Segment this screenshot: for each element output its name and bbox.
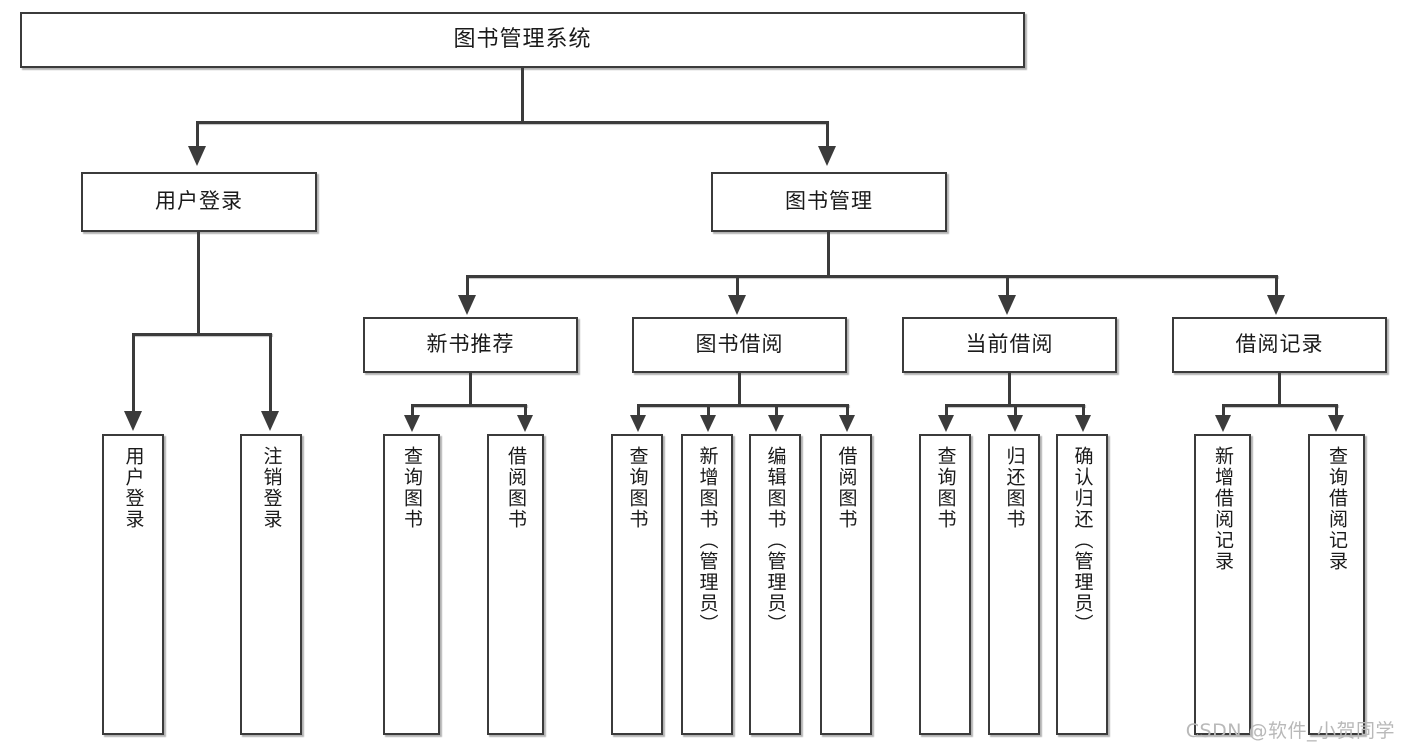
connector-level1-bus	[196, 121, 828, 124]
connector-level2-drop-1	[466, 275, 469, 297]
connector-level1-right-drop	[826, 121, 829, 148]
arrow-to-leaf-user-login	[124, 411, 142, 431]
leaf-confirm-return-admin[interactable]: 确认归还（管理员）	[1056, 434, 1108, 735]
connector-new-book-bus	[411, 404, 527, 407]
leaf-query-book-2[interactable]: 查询图书	[611, 434, 663, 735]
connector-new-book-drop-1	[411, 404, 414, 418]
leaf-label: 借阅图书	[835, 446, 858, 530]
leaf-label: 查询图书	[626, 446, 649, 530]
arrow-to-leaf-query-book-3	[938, 415, 954, 432]
connector-book-borrow-trunk	[738, 373, 741, 406]
leaf-query-borrow-record[interactable]: 查询借阅记录	[1308, 434, 1365, 735]
leaf-user-login[interactable]: 用户登录	[102, 434, 164, 735]
connector-book-borrow-drop-4	[846, 404, 849, 418]
connector-book-borrow-drop-2	[707, 404, 710, 418]
leaf-add-borrow-record[interactable]: 新增借阅记录	[1194, 434, 1251, 735]
connector-book-borrow-drop-3	[775, 404, 778, 418]
node-new-book-recommend[interactable]: 新书推荐	[363, 317, 578, 373]
node-label: 新书推荐	[426, 332, 515, 357]
node-label: 图书管理系统	[453, 26, 592, 52]
leaf-label: 注销登录	[260, 446, 283, 530]
connector-borrow-record-drop-1	[1222, 404, 1225, 418]
leaf-label: 新增图书（管理员）	[696, 446, 719, 635]
connector-borrow-record-drop-2	[1335, 404, 1338, 418]
connector-borrow-record-bus	[1222, 404, 1338, 407]
leaf-borrow-book-2[interactable]: 借阅图书	[820, 434, 872, 735]
node-book-borrow[interactable]: 图书借阅	[632, 317, 847, 373]
arrow-to-user-login	[188, 146, 206, 166]
node-book-management[interactable]: 图书管理	[711, 172, 947, 232]
connector-borrow-record-trunk	[1278, 373, 1281, 406]
connector-current-borrow-drop-2	[1014, 404, 1017, 418]
leaf-label: 编辑图书（管理员）	[764, 446, 787, 635]
node-label: 借阅记录	[1235, 332, 1324, 357]
connector-new-book-drop-2	[524, 404, 527, 418]
arrow-to-leaf-return-book	[1007, 415, 1023, 432]
leaf-logout-login[interactable]: 注销登录	[240, 434, 302, 735]
node-label: 图书管理	[785, 189, 873, 214]
connector-user-login-leaf1-drop	[132, 333, 135, 413]
arrow-to-leaf-logout-login	[261, 411, 279, 431]
leaf-label: 查询图书	[934, 446, 957, 530]
node-current-borrow[interactable]: 当前借阅	[902, 317, 1117, 373]
arrow-to-leaf-edit-book-admin	[768, 415, 784, 432]
connector-user-login-trunk	[197, 232, 200, 335]
connector-level2-drop-3	[1006, 275, 1009, 297]
arrow-to-leaf-query-book-1	[404, 415, 420, 432]
node-label: 当前借阅	[965, 332, 1054, 357]
arrow-to-borrow-record	[1267, 295, 1285, 315]
connector-book-borrow-drop-1	[637, 404, 640, 418]
arrow-to-leaf-add-book-admin	[700, 415, 716, 432]
leaf-label: 新增借阅记录	[1212, 446, 1235, 572]
leaf-borrow-book-1[interactable]: 借阅图书	[487, 434, 544, 735]
node-label: 图书借阅	[695, 332, 784, 357]
connector-current-borrow-drop-1	[945, 404, 948, 418]
node-root-system[interactable]: 图书管理系统	[20, 12, 1025, 68]
leaf-label: 确认归还（管理员）	[1071, 446, 1094, 635]
arrow-to-leaf-query-borrow-record	[1328, 415, 1344, 432]
arrow-to-book-management	[818, 146, 836, 166]
leaf-query-book-3[interactable]: 查询图书	[919, 434, 971, 735]
arrow-to-new-book-recommend	[458, 295, 476, 315]
connector-new-book-trunk	[469, 373, 472, 406]
connector-current-borrow-trunk	[1008, 373, 1011, 406]
connector-book-management-trunk	[827, 232, 830, 277]
connector-level2-drop-4	[1275, 275, 1278, 297]
connector-book-borrow-bus	[637, 404, 849, 407]
connector-user-login-bus	[132, 333, 272, 336]
node-label: 用户登录	[155, 189, 243, 214]
leaf-query-book-1[interactable]: 查询图书	[383, 434, 440, 735]
connector-level1-left-drop	[196, 121, 199, 148]
leaf-label: 查询借阅记录	[1326, 446, 1349, 572]
leaf-add-book-admin[interactable]: 新增图书（管理员）	[681, 434, 733, 735]
connector-level2-drop-2	[736, 275, 739, 297]
node-borrow-record[interactable]: 借阅记录	[1172, 317, 1387, 373]
arrow-to-leaf-query-book-2	[630, 415, 646, 432]
arrow-to-book-borrow	[728, 295, 746, 315]
node-user-login[interactable]: 用户登录	[81, 172, 317, 232]
arrow-to-leaf-add-borrow-record	[1215, 415, 1231, 432]
leaf-label: 归还图书	[1003, 446, 1026, 530]
leaf-label: 用户登录	[122, 446, 145, 530]
leaf-return-book[interactable]: 归还图书	[988, 434, 1040, 735]
connector-level2-bus	[466, 275, 1278, 278]
leaf-edit-book-admin[interactable]: 编辑图书（管理员）	[749, 434, 801, 735]
csdn-watermark: CSDN @软件_小贺同学	[1185, 720, 1395, 742]
leaf-label: 查询图书	[401, 446, 424, 530]
connector-root-trunk	[521, 68, 524, 123]
leaf-label: 借阅图书	[505, 446, 528, 530]
arrow-to-leaf-borrow-book-2	[839, 415, 855, 432]
arrow-to-leaf-confirm-return-admin	[1075, 415, 1091, 432]
arrow-to-leaf-borrow-book-1	[517, 415, 533, 432]
arrow-to-current-borrow	[998, 295, 1016, 315]
connector-current-borrow-drop-3	[1082, 404, 1085, 418]
connector-user-login-leaf2-drop	[269, 333, 272, 413]
